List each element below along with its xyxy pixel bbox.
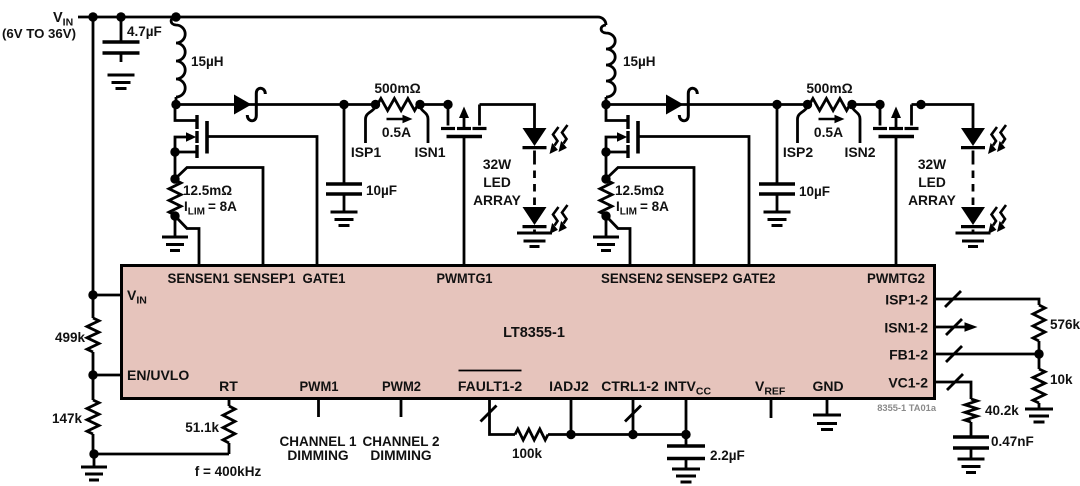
svg-text:LED: LED [483, 175, 511, 190]
svg-text:FAULT1-2: FAULT1-2 [458, 378, 523, 394]
svg-text:10µF: 10µF [366, 183, 397, 198]
svg-text:ISP1: ISP1 [351, 144, 382, 160]
svg-text:GND: GND [812, 378, 843, 394]
svg-text:ISN2: ISN2 [844, 144, 875, 160]
svg-text:12.5mΩ: 12.5mΩ [615, 183, 664, 198]
svg-text:EN/UVLO: EN/UVLO [127, 367, 189, 383]
svg-text:CTRL1-2: CTRL1-2 [601, 378, 659, 394]
svg-text:GATE2: GATE2 [733, 270, 776, 286]
svg-text:CHANNEL 1: CHANNEL 1 [280, 434, 357, 449]
svg-text:32W: 32W [918, 157, 947, 172]
svg-text:100k: 100k [512, 446, 543, 461]
svg-text:500mΩ: 500mΩ [806, 81, 852, 96]
svg-text:SENSEN2: SENSEN2 [601, 270, 663, 286]
svg-text:4.7µF: 4.7µF [127, 24, 162, 39]
svg-text:ISP2: ISP2 [783, 144, 814, 160]
svg-text:PWMTG2: PWMTG2 [867, 270, 925, 286]
svg-text:ARRAY: ARRAY [473, 193, 521, 208]
svg-text:147k: 147k [52, 411, 83, 426]
svg-text:ISN1-2: ISN1-2 [884, 320, 928, 336]
svg-text:VC1-2: VC1-2 [888, 375, 928, 391]
svg-text:DIMMING: DIMMING [370, 448, 431, 463]
svg-text:ISN1: ISN1 [414, 144, 445, 160]
svg-text:CHANNEL 2: CHANNEL 2 [363, 434, 440, 449]
svg-text:15µH: 15µH [623, 54, 656, 69]
svg-text:8355-1 TA01a: 8355-1 TA01a [877, 403, 937, 413]
svg-text:= 8A: = 8A [208, 199, 237, 214]
svg-text:ARRAY: ARRAY [908, 193, 956, 208]
svg-text:15µH: 15µH [191, 54, 224, 69]
svg-text:PWMTG1: PWMTG1 [437, 270, 493, 286]
svg-text:2.2µF: 2.2µF [710, 448, 745, 463]
svg-text:SENSEP1: SENSEP1 [234, 270, 296, 286]
svg-text:SENSEP2: SENSEP2 [666, 270, 728, 286]
svg-text:SENSEN1: SENSEN1 [168, 270, 230, 286]
svg-text:0.47nF: 0.47nF [991, 434, 1034, 449]
svg-text:32W: 32W [483, 157, 512, 172]
svg-text:PWM2: PWM2 [382, 378, 421, 394]
svg-text:LT8355-1: LT8355-1 [503, 325, 565, 341]
svg-text:10µF: 10µF [799, 184, 830, 199]
svg-text:0.5A: 0.5A [814, 125, 843, 140]
svg-text:RT: RT [219, 378, 238, 394]
svg-text:0.5A: 0.5A [382, 125, 411, 140]
svg-text:12.5mΩ: 12.5mΩ [183, 183, 232, 198]
svg-text:576k: 576k [1050, 317, 1080, 332]
svg-text:PWM1: PWM1 [300, 378, 339, 394]
svg-text:(6V TO 36V): (6V TO 36V) [2, 27, 76, 41]
svg-text:f = 400kHz: f = 400kHz [195, 464, 262, 479]
svg-text:= 8A: = 8A [640, 199, 669, 214]
svg-text:40.2k: 40.2k [985, 403, 1019, 418]
svg-text:51.1k: 51.1k [185, 420, 219, 435]
svg-text:500mΩ: 500mΩ [374, 81, 420, 96]
svg-text:FB1-2: FB1-2 [889, 347, 928, 363]
svg-text:ISP1-2: ISP1-2 [885, 292, 928, 308]
svg-text:IADJ2: IADJ2 [549, 378, 589, 394]
svg-text:GATE1: GATE1 [303, 270, 346, 286]
svg-text:10k: 10k [1050, 372, 1073, 387]
svg-text:499k: 499k [55, 330, 86, 345]
svg-text:LED: LED [918, 175, 946, 190]
svg-text:DIMMING: DIMMING [287, 448, 348, 463]
